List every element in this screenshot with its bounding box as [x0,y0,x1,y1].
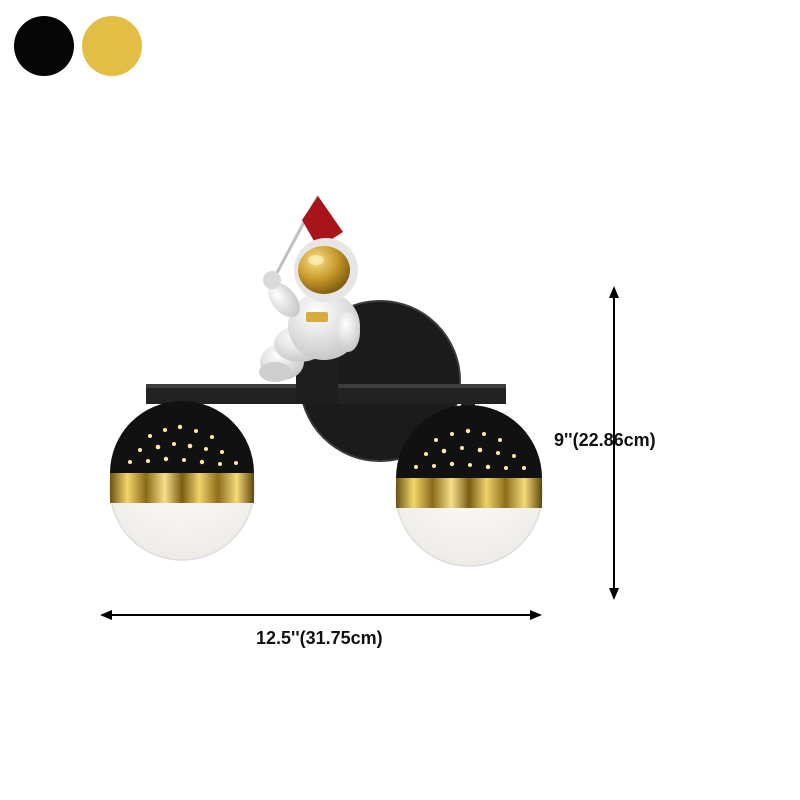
width-dimension-arrow [100,610,542,620]
height-label: 9''(22.86cm) [554,430,656,450]
height-dimension-arrow [609,286,619,600]
color-swatch-gold[interactable] [82,16,142,76]
width-label: 12.5''(31.75cm) [256,628,383,648]
left-globe-shade [109,401,255,561]
red-flag [302,196,343,248]
right-globe-shade [395,405,543,567]
astronaut-figurine [259,195,360,382]
color-swatch-black[interactable] [14,16,74,76]
